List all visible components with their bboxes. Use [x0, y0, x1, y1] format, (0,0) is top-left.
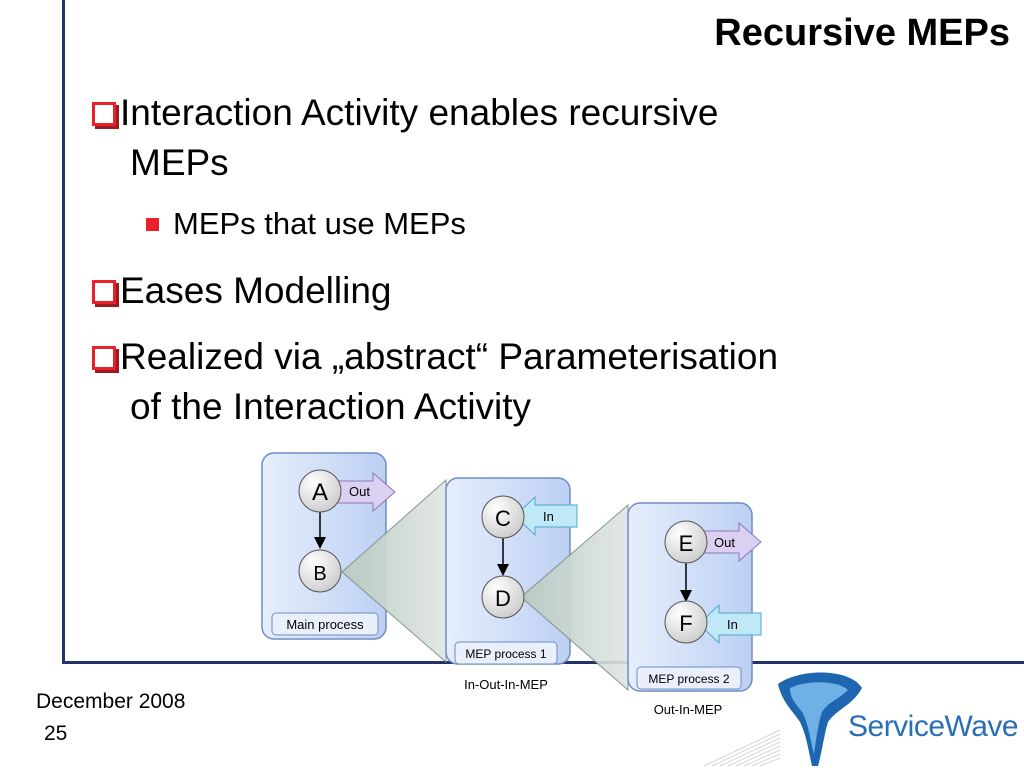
node-b-label: B	[313, 563, 326, 585]
node-f	[664, 600, 708, 644]
node-e-label: E	[679, 531, 694, 556]
in-message-arrow-mep1	[514, 495, 578, 537]
sub-bullet-text: MEPs that use MEPs	[173, 206, 466, 241]
servicewave-logo-icon	[703, 672, 862, 767]
bullet-3-line-1: Realized via „abstract“ Parameterisation	[120, 336, 779, 377]
bullet-1-line-2: MEPs	[130, 142, 229, 183]
sub-bullet: MEPs that use MEPs	[146, 206, 466, 242]
in-message-label-mep2: In	[727, 617, 738, 632]
footer-date: December 2008	[36, 690, 186, 713]
node-a	[298, 469, 342, 513]
slide-title: Recursive MEPs	[714, 12, 1010, 54]
square-bullet-icon	[146, 218, 159, 231]
checkbox-bullet-icon	[92, 280, 116, 304]
out-message-arrow-main	[332, 471, 396, 513]
node-f-label: F	[679, 611, 692, 636]
checkbox-bullet-icon	[92, 102, 116, 126]
mep-process-1-label-box	[454, 641, 558, 665]
bullet-2: Eases Modelling	[92, 266, 972, 316]
servicewave-logo-text: ServiceWave	[848, 710, 1019, 743]
mep-process-1-label: MEP process 1	[465, 647, 546, 661]
bullet-1: Interaction Activity enables recursive M…	[92, 88, 972, 188]
mep-2-caption: Out-In-MEP	[654, 702, 723, 717]
node-d	[481, 575, 525, 619]
main-process-label: Main process	[286, 617, 364, 632]
in-message-label-mep1: In	[543, 509, 554, 524]
mep-process-2-label: MEP process 2	[648, 672, 729, 686]
node-b	[298, 549, 342, 593]
bullet-1-line-1: Interaction Activity enables recursive	[120, 92, 719, 133]
in-message-arrow-mep2	[698, 603, 762, 645]
checkbox-bullet-icon	[92, 346, 116, 370]
node-d-label: D	[495, 586, 511, 611]
mep-1-caption: In-Out-In-MEP	[464, 677, 548, 692]
mep-process-2-label-box	[636, 666, 742, 690]
left-frame-line	[62, 0, 65, 664]
node-c	[481, 495, 525, 539]
out-message-arrow-mep2	[698, 521, 762, 563]
node-c-label: C	[495, 506, 511, 531]
node-e	[664, 520, 708, 564]
node-a-label: A	[312, 479, 328, 506]
out-message-label-main: Out	[349, 484, 370, 499]
main-process-label-box	[271, 612, 379, 636]
bullet-2-text: Eases Modelling	[120, 270, 392, 311]
page-number: 25	[44, 722, 68, 745]
bullet-3: Realized via „abstract“ Parameterisation…	[92, 332, 972, 432]
bullet-3-line-2: of the Interaction Activity	[130, 386, 532, 427]
out-message-label-mep2: Out	[714, 535, 735, 550]
